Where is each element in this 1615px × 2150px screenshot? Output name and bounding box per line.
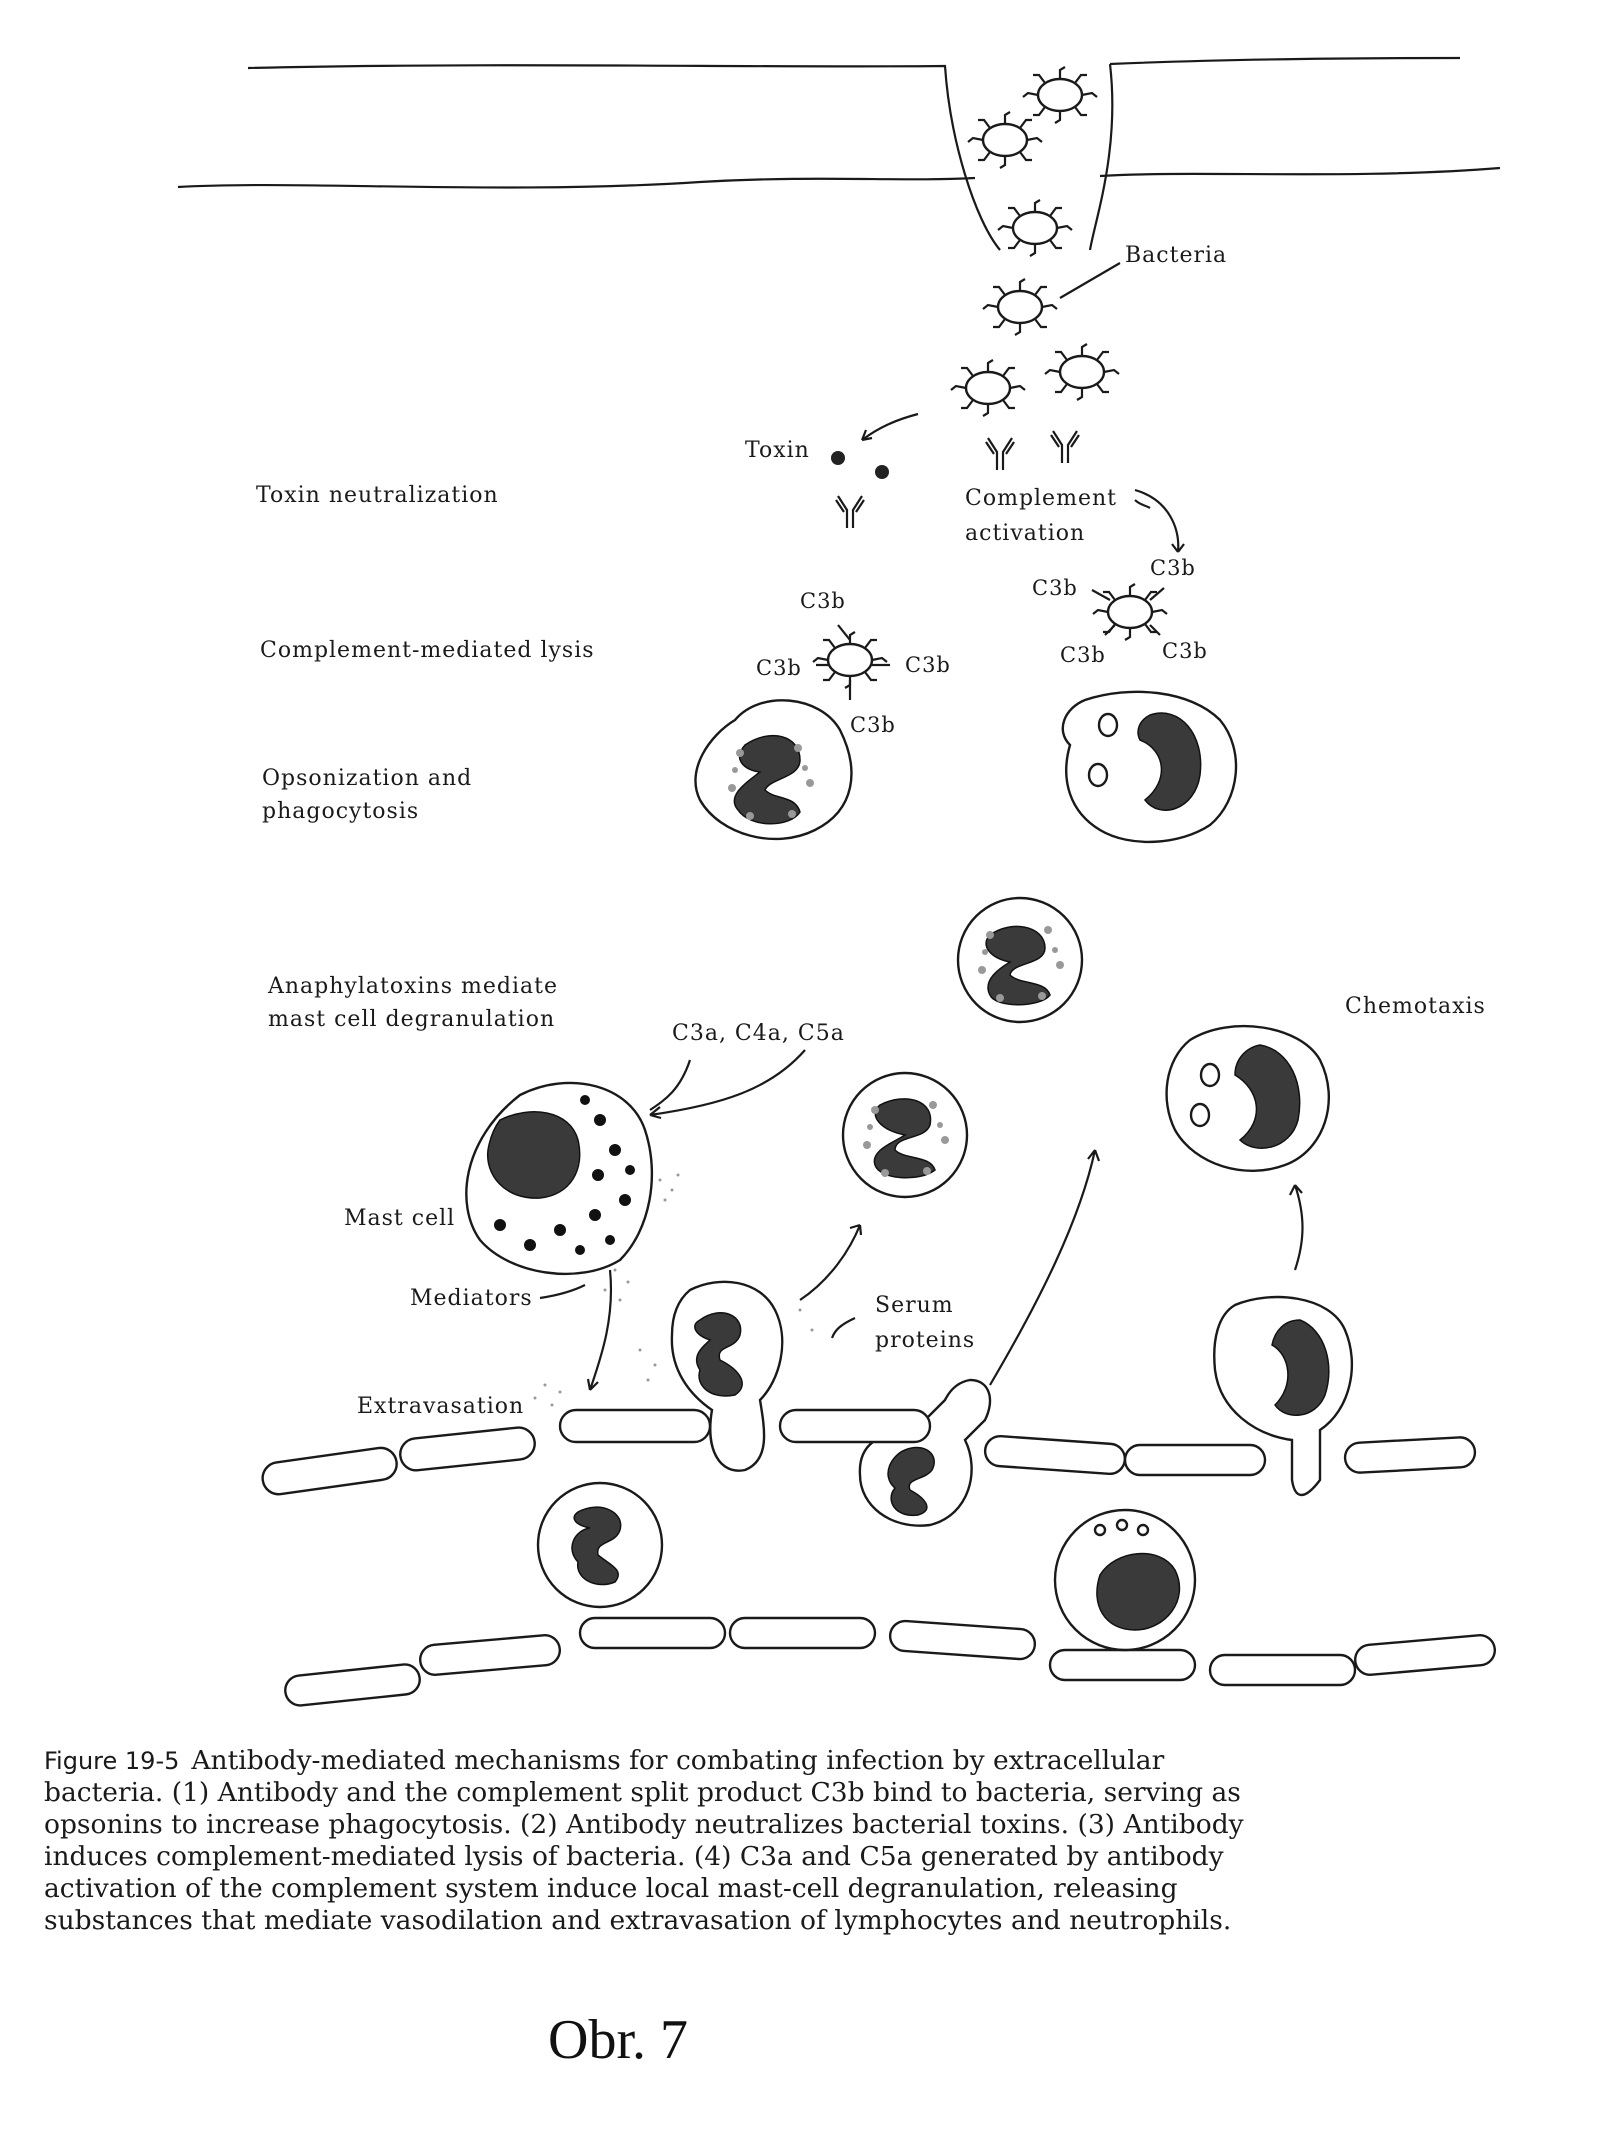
mast-cell-granules — [494, 1095, 635, 1255]
opsonization-label-1: Opsonization and — [262, 766, 472, 791]
mast-cell-nucleus — [487, 1111, 581, 1199]
anaphylatoxins-label-2: mast cell degranulation — [268, 1007, 555, 1032]
serum-proteins-label-2: proteins — [875, 1328, 975, 1353]
phagocyte-nucleus — [733, 734, 801, 825]
figure-caption-label: Figure 19-5 — [44, 1747, 180, 1775]
figure-number: Obr. 7 — [548, 2009, 688, 2071]
chemotaxis-arrow-right — [1289, 1184, 1304, 1271]
serum-proteins-label-1: Serum — [875, 1293, 954, 1318]
immune-mechanisms-diagram: Bacteria Toxin Complement activation C3b… — [177, 56, 1501, 1707]
bacteria-leader — [1059, 262, 1121, 299]
bacterium — [811, 630, 889, 690]
c3b-label: C3b — [1060, 643, 1106, 667]
skin-surface-line — [247, 64, 1001, 251]
c3b-label: C3b — [1150, 556, 1196, 580]
mediator-stipple — [533, 1173, 814, 1407]
anaphylatoxin-arrow — [649, 1049, 806, 1120]
antibody — [834, 494, 866, 530]
macrophage-chemotaxis — [1165, 1024, 1330, 1172]
phagosome — [1087, 762, 1109, 788]
toxin-neutralization-label: Toxin neutralization — [256, 483, 499, 508]
c3b-bonds — [816, 624, 890, 700]
c3b-bonds-right — [1091, 587, 1165, 636]
anaphylatoxins-label-1: Anaphylatoxins mediate — [267, 974, 558, 999]
c3b-label: C3b — [1162, 639, 1208, 663]
mast-cell-label: Mast cell — [344, 1206, 455, 1231]
bacterium — [1043, 342, 1121, 402]
opsonization-label-2: phagocytosis — [262, 799, 419, 824]
complement-arrow — [1134, 488, 1185, 553]
toxin-arrow — [860, 412, 919, 442]
phagocyte-cell-ruffled — [1061, 690, 1238, 844]
antibody — [1049, 429, 1081, 465]
bacteria-label: Bacteria — [1125, 243, 1227, 268]
chemotaxis-arrow — [989, 1149, 1101, 1386]
antibody — [984, 436, 1016, 472]
c3b-label: C3b — [1032, 576, 1078, 600]
c3b-label: C3b — [850, 713, 896, 737]
mediators-arrow — [586, 1269, 613, 1391]
complement-activation-label-1: Complement — [965, 486, 1117, 511]
capillary-wall-lower — [284, 1616, 1496, 1707]
bacterium — [1021, 65, 1099, 125]
bacterium — [996, 198, 1074, 258]
c3b-label: C3b — [905, 653, 951, 677]
phagocyte-nucleus — [1137, 712, 1202, 811]
bacterium — [966, 110, 1044, 170]
bacterium — [981, 277, 1059, 337]
complement-activation-label-2: activation — [965, 521, 1085, 546]
chemotaxis-label: Chemotaxis — [1345, 994, 1486, 1019]
capillary-wall-upper — [261, 1408, 1477, 1496]
extravasation-label: Extravasation — [357, 1394, 524, 1419]
figure-caption-text: Antibody-mediated mechanisms for combati… — [44, 1745, 1244, 1936]
bacterium — [949, 358, 1027, 418]
toxin-molecule — [875, 465, 889, 479]
toxin-label: Toxin — [745, 438, 810, 463]
phagosome — [1097, 712, 1119, 738]
skin-dermis-line — [177, 166, 1501, 189]
c3b-label: C3b — [800, 589, 846, 613]
anaphylatoxins-c3a-c4a-c5a-label: C3a, C4a, C5a — [672, 1021, 845, 1046]
skin-surface-line-right — [1088, 56, 1461, 251]
extravasation-arrow — [799, 1223, 863, 1301]
mediators-label: Mediators — [410, 1286, 533, 1311]
complement-mediated-lysis-label: Complement-mediated lysis — [260, 638, 595, 663]
toxin-molecule — [831, 451, 845, 465]
c3b-label: C3b — [756, 656, 802, 680]
